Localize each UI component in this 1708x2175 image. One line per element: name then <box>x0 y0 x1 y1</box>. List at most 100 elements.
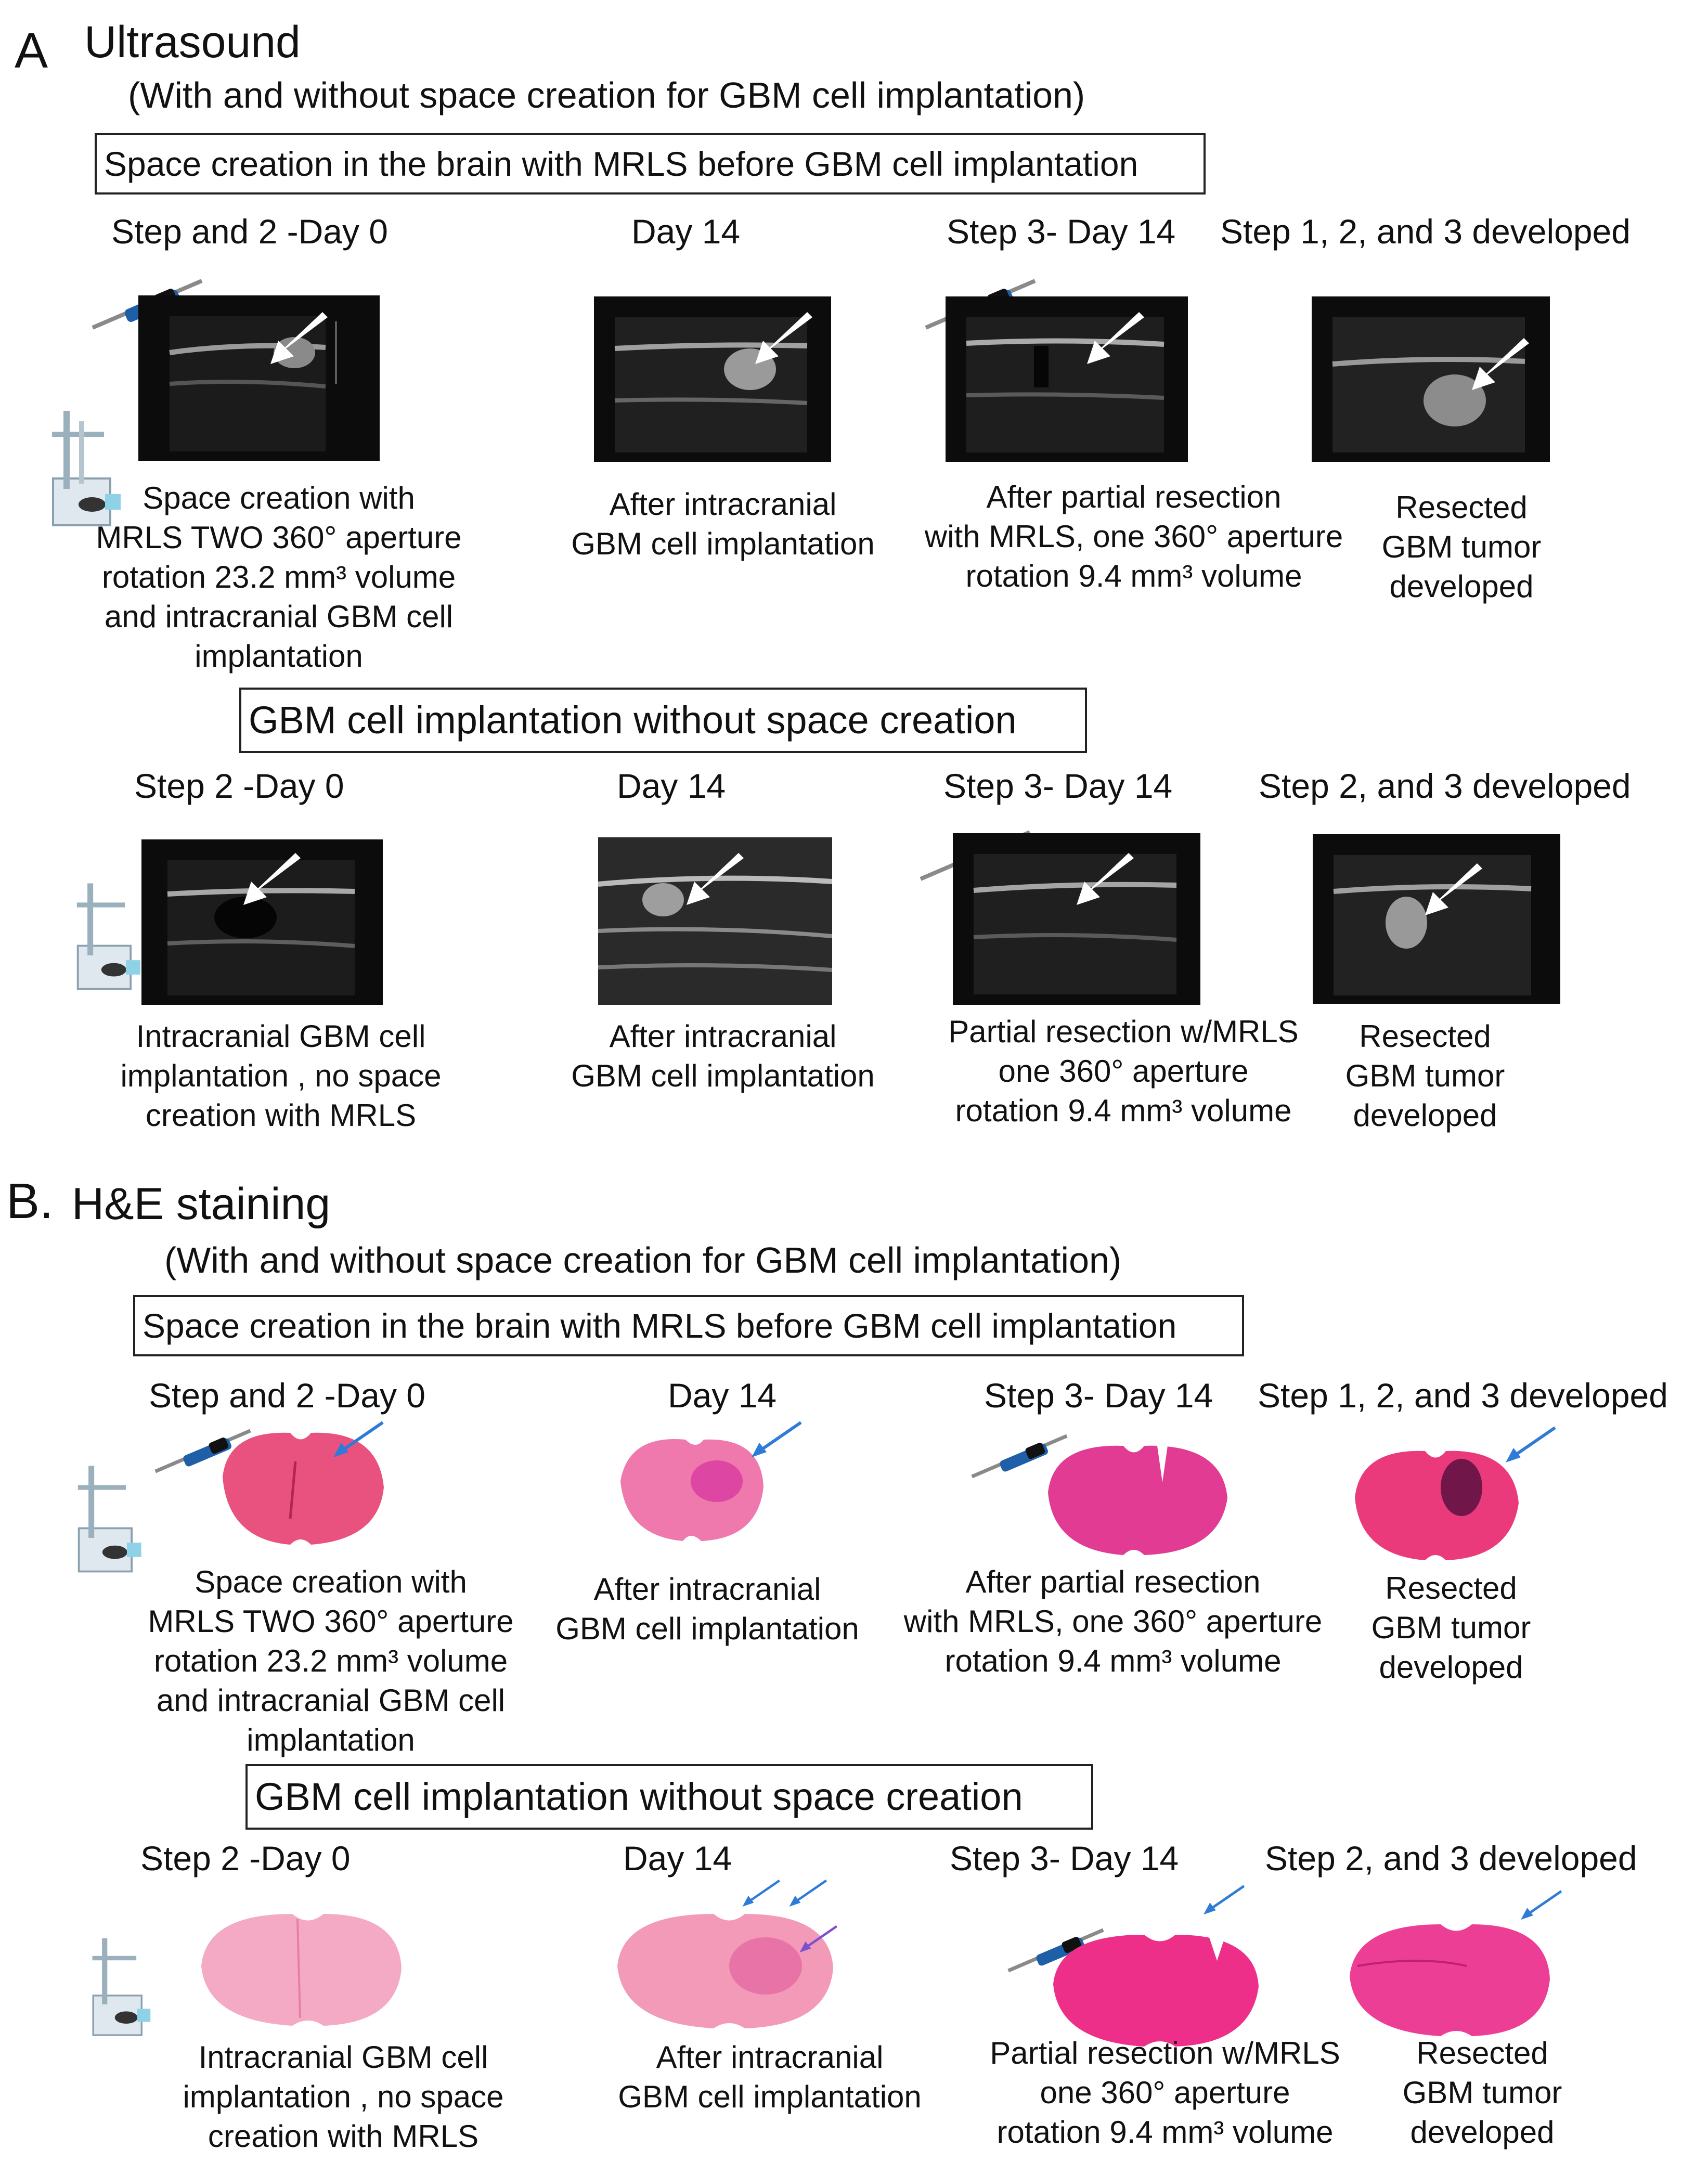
white-arrow-icon <box>681 853 749 910</box>
panel-b-g1-caption-2: After intracranial GBM cell implantation <box>525 1570 889 1649</box>
panel-b-title: H&E staining <box>72 1179 331 1229</box>
white-arrow-icon <box>238 853 306 910</box>
caption-line: Space creation with <box>195 1564 467 1599</box>
ultrasound-image-a1 <box>138 295 380 461</box>
he-section-b4 <box>1347 1435 1524 1571</box>
panel-a-g1-caption-2: After intracranial GBM cell implantation <box>541 485 905 564</box>
caption-line: Space creation with <box>143 481 415 515</box>
panel-a-g2-caption-2: After intracranial GBM cell implantation <box>541 1017 905 1096</box>
caption-line: GBM cell implantation <box>555 1611 859 1646</box>
caption-line: one 360° aperture <box>1040 2075 1290 2110</box>
panel-a-g2-step-1: Step 2 -Day 0 <box>134 767 344 805</box>
ultrasound-image-a8 <box>1313 834 1560 1004</box>
he-section-b5 <box>193 1898 407 2039</box>
caption-line: rotation 9.4 mm³ volume <box>965 559 1302 593</box>
panel-b-g1-caption-4: Resected GBM tumor developed <box>1331 1569 1571 1687</box>
panel-b-g2-caption-4: Resected GBM tumor developed <box>1363 2034 1602 2152</box>
panel-a-letter: A <box>15 23 48 79</box>
caption-line: Resected <box>1395 490 1528 525</box>
panel-a-group1-box-label: Space creation in the brain with MRLS be… <box>104 145 1138 183</box>
caption-line: GBM cell implantation <box>571 1058 875 1093</box>
blue-arrow-icon <box>749 1420 806 1461</box>
panel-b-letter: B. <box>6 1173 54 1229</box>
caption-line: After intracranial <box>609 487 837 522</box>
he-section-b6 <box>610 1893 838 2044</box>
caption-line: rotation 23.2 mm³ volume <box>101 560 456 594</box>
he-section-b8 <box>1342 1909 1555 2049</box>
blue-arrow-icon <box>1503 1425 1560 1467</box>
white-arrow-icon <box>1420 863 1487 921</box>
he-section-b2 <box>613 1424 769 1549</box>
stereotaxic-frame-icon <box>83 1930 156 2044</box>
caption-line: Resected <box>1416 2036 1548 2070</box>
caption-line: developed <box>1389 569 1534 604</box>
panel-a-g2-step-3: Step 3- Day 14 <box>943 767 1173 805</box>
caption-line: developed <box>1379 1650 1523 1685</box>
caption-line: implantation <box>247 1723 415 1757</box>
caption-line: developed <box>1410 2115 1555 2150</box>
caption-line: rotation 9.4 mm³ volume <box>997 2115 1334 2150</box>
caption-line: and intracranial GBM cell <box>156 1683 506 1718</box>
caption-line: GBM tumor <box>1345 1058 1505 1093</box>
caption-line: GBM cell implantation <box>618 2079 922 2114</box>
blue-arrow-icon <box>1201 1883 1248 1919</box>
stereotaxic-frame-icon <box>68 874 146 999</box>
panel-a-g1-caption-4: Resected GBM tumor developed <box>1342 488 1581 606</box>
panel-a-g2-caption-1: Intracranial GBM cell implantation , no … <box>94 1017 468 1135</box>
ultrasound-image-a6 <box>598 837 832 1005</box>
panel-b-g1-caption-3: After partial resection with MRLS, one 3… <box>884 1562 1342 1681</box>
panel-b-g2-caption-2: After intracranial GBM cell implantation <box>588 2038 952 2117</box>
caption-line: Intracranial GBM cell <box>136 1019 426 1054</box>
caption-line: Resected <box>1359 1019 1491 1054</box>
panel-a-g2-caption-4: Resected GBM tumor developed <box>1311 1017 1539 1135</box>
panel-b-g1-caption-1: Space creation with MRLS TWO 360° apertu… <box>128 1562 534 1760</box>
caption-line: Partial resection w/MRLS <box>948 1014 1299 1049</box>
blue-arrow-icon <box>331 1420 388 1461</box>
he-section-b3 <box>1040 1430 1233 1560</box>
caption-line: Intracranial GBM cell <box>198 2040 488 2075</box>
caption-line: MRLS TWO 360° aperture <box>148 1604 514 1639</box>
panel-a-g2-step-2: Day 14 <box>617 767 726 805</box>
ultrasound-image-a5 <box>141 839 383 1005</box>
stereotaxic-frame-icon <box>43 400 126 536</box>
panel-b-g2-step-3: Step 3- Day 14 <box>950 1839 1179 1878</box>
he-section-b7 <box>1045 1919 1264 2054</box>
caption-line: Resected <box>1385 1571 1517 1606</box>
caption-line: After intracranial <box>609 1019 837 1054</box>
caption-line: creation with MRLS <box>208 2119 479 2154</box>
ultrasound-image-a7 <box>953 833 1200 1005</box>
panel-a-group2-box-label: GBM cell implantation without space crea… <box>249 698 1017 742</box>
panel-b-g1-step-1: Step and 2 -Day 0 <box>149 1376 425 1415</box>
caption-line: Partial resection w/MRLS <box>990 2036 1340 2070</box>
panel-b-g2-step-1: Step 2 -Day 0 <box>140 1839 351 1878</box>
panel-a-g1-step-3: Step 3- Day 14 <box>947 212 1176 251</box>
caption-line: one 360° aperture <box>998 1054 1249 1089</box>
caption-line: implantation <box>195 639 363 674</box>
panel-b-group1-box-label: Space creation in the brain with MRLS be… <box>143 1306 1177 1345</box>
caption-line: After partial resection <box>986 480 1282 514</box>
panel-b-g1-step-2: Day 14 <box>668 1376 777 1415</box>
panel-b-group1-box: Space creation in the brain with MRLS be… <box>133 1295 1244 1356</box>
panel-a-title: Ultrasound <box>84 17 301 67</box>
he-section-b1 <box>212 1415 389 1555</box>
mrls-probe-icon <box>967 1425 1071 1487</box>
panel-a-g2-step-4: Step 2, and 3 developed <box>1259 767 1631 805</box>
caption-line: with MRLS, one 360° aperture <box>903 1604 1323 1639</box>
panel-a-subtitle: (With and without space creation for GBM… <box>128 75 1085 115</box>
ultrasound-image-a2 <box>594 296 831 462</box>
caption-line: developed <box>1353 1098 1497 1133</box>
ultrasound-image-a4 <box>1312 296 1550 462</box>
caption-line: rotation 9.4 mm³ volume <box>944 1643 1282 1678</box>
white-arrow-icon <box>1071 853 1139 910</box>
panel-a-group1-box: Space creation in the brain with MRLS be… <box>95 133 1206 195</box>
caption-line: creation with MRLS <box>145 1098 417 1133</box>
panel-b-g1-step-4: Step 1, 2, and 3 developed <box>1258 1376 1668 1415</box>
caption-line: GBM tumor <box>1371 1610 1531 1645</box>
blue-arrow-icon <box>785 1879 832 1910</box>
panel-b-g2-step-2: Day 14 <box>623 1839 732 1878</box>
caption-line: rotation 23.2 mm³ volume <box>153 1643 508 1678</box>
mrls-probe-icon <box>151 1420 255 1482</box>
panel-b-g1-step-3: Step 3- Day 14 <box>984 1376 1213 1415</box>
white-arrow-icon <box>265 312 333 369</box>
panel-a-g1-caption-3: After partial resection with MRLS, one 3… <box>900 477 1368 596</box>
